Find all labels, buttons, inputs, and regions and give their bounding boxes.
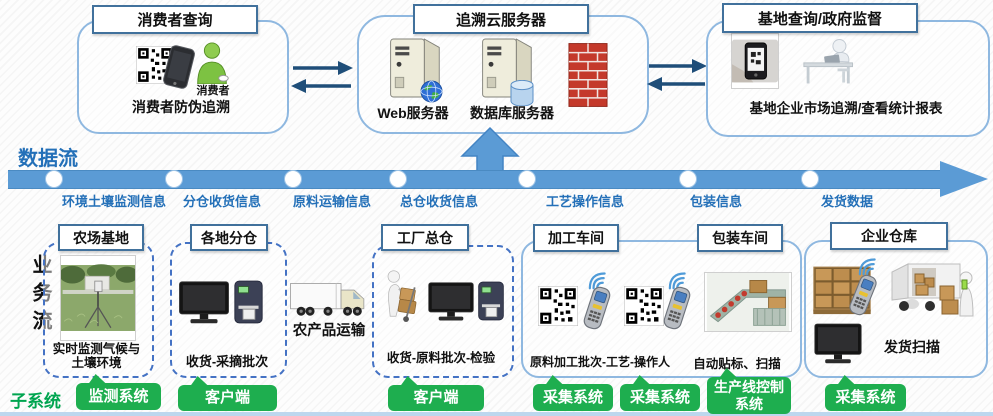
dataflow-item-2: 原料运输信息 — [293, 194, 372, 209]
subsystem-badge-collection-2: 采集系统 — [620, 375, 700, 411]
packaging-workshop-title-label: 包装车间 — [712, 230, 768, 246]
base-query-title: 基地查询/政府监督 — [722, 3, 918, 33]
subsystem-badge-client-1: 客户端 — [178, 376, 277, 411]
consumer-query-title-label: 消费者查询 — [137, 12, 213, 29]
factory-warehouse-title-label: 工厂总仓 — [397, 229, 453, 246]
enterprise-monitor-icon — [814, 323, 862, 365]
badge-tail-icon — [400, 376, 422, 386]
farm-base-title: 农场基地 — [58, 224, 144, 251]
factory-warehouse-title: 工厂总仓 — [381, 224, 469, 251]
consumer-query-title: 消费者查询 — [92, 5, 258, 34]
processing-workshop-title-label: 加工车间 — [548, 230, 604, 246]
base-query-caption: 基地企业市场追溯/查看统计报表 — [749, 101, 943, 116]
subsystem-badge-monitoring: 监测系统 — [76, 374, 161, 410]
handcart-worker-icon — [379, 270, 423, 322]
web-server-label: Web服务器 — [377, 105, 449, 121]
dataflow-item-6: 发货数据 — [821, 194, 874, 209]
regional-warehouse-title-label: 各地分仓 — [201, 229, 257, 246]
badge-tail-icon — [545, 375, 567, 385]
cloud-server-title-label: 追溯云服务器 — [455, 11, 546, 29]
subsystem-badge-production-line: 生产线控制系统 — [707, 368, 791, 414]
firewall-icon — [568, 42, 608, 108]
farm-base-title-label: 农场基地 — [73, 229, 129, 246]
businessflow-label: 业务流 — [29, 254, 51, 338]
subsystem-badge-collection-1: 采集系统 — [533, 375, 613, 411]
badge-tail-icon — [632, 375, 654, 385]
flow-node-dot — [679, 170, 697, 188]
enterprise-warehouse-title-label: 企业仓库 — [861, 228, 917, 244]
bidirectional-arrow-left — [291, 61, 353, 93]
regional-warehouse-caption: 收货-采摘批次 — [185, 354, 269, 369]
warehouse-printer-icon — [233, 279, 264, 325]
web-globe-icon — [420, 80, 443, 103]
loading-truck-icon — [882, 260, 976, 322]
factory-monitor-icon — [427, 282, 475, 322]
dataflow-label: 数据流 — [18, 148, 78, 170]
factory-printer-icon — [477, 280, 505, 322]
base-query-title-label: 基地查询/政府监督 — [757, 10, 883, 28]
dataflow-item-1: 分仓收货信息 — [183, 194, 262, 209]
flow-node-dot — [389, 170, 407, 188]
consumer-person-label: 消费者 — [196, 85, 230, 97]
badge-tail-icon — [190, 376, 212, 386]
subsystem-label: 子系统 — [10, 392, 61, 411]
dataflow-item-4: 工艺操作信息 — [546, 194, 625, 209]
badge-tail-icon — [837, 375, 859, 385]
field-monitoring-photo — [60, 255, 136, 341]
conveyor-line-photo — [704, 272, 792, 332]
flow-node-dot — [284, 170, 302, 188]
subsystem-badge-client-2: 客户端 — [388, 376, 484, 411]
dataflow-item-3: 总仓收货信息 — [400, 194, 479, 209]
processing-workshop-title: 加工车间 — [533, 224, 619, 252]
factory-warehouse-caption: 收货-原料批次-检验 — [386, 351, 496, 365]
flow-node-dot — [518, 170, 536, 188]
badge-tail-icon — [719, 368, 741, 378]
packaging-caption: 自动贴标、扫描 — [693, 357, 781, 371]
dataflow-arrowhead-icon — [940, 161, 988, 197]
regional-warehouse-title: 各地分仓 — [190, 224, 268, 251]
warehouse-monitor-icon — [178, 281, 230, 325]
flow-node-dot — [801, 170, 819, 188]
db-server-label: 数据库服务器 — [470, 105, 554, 121]
dataflow-item-5: 包装信息 — [690, 194, 743, 209]
qr-code-icon — [538, 286, 578, 326]
flow-node-dot — [45, 170, 63, 188]
bottom-divider — [0, 412, 993, 416]
subsystem-badge-collection-3: 采集系统 — [825, 375, 906, 411]
processing-caption: 原料加工批次-工艺-操作人 — [530, 355, 670, 369]
upward-flow-arrow — [460, 126, 520, 188]
enterprise-warehouse-title: 企业仓库 — [830, 222, 948, 250]
flow-node-dot — [165, 170, 183, 188]
farm-base-caption: 实时监测气候与 土壤环境 — [52, 342, 141, 370]
desk-person-icon — [802, 35, 860, 87]
packaging-workshop-title: 包装车间 — [697, 224, 783, 252]
badge-tail-icon — [88, 374, 110, 384]
enterprise-caption: 发货扫描 — [884, 339, 940, 355]
cloud-server-title: 追溯云服务器 — [413, 4, 589, 34]
dataflow-item-0: 环境土壤监测信息 — [62, 194, 167, 209]
transport-caption: 农产品运输 — [292, 323, 366, 339]
consumer-caption: 消费者防伪追溯 — [132, 99, 230, 115]
bidirectional-arrow-right — [647, 59, 707, 91]
transport-truck-icon — [288, 277, 368, 321]
phone-scan-photo — [731, 33, 779, 89]
consumer-person-icon — [194, 42, 230, 84]
dataflow-bar — [8, 170, 942, 189]
